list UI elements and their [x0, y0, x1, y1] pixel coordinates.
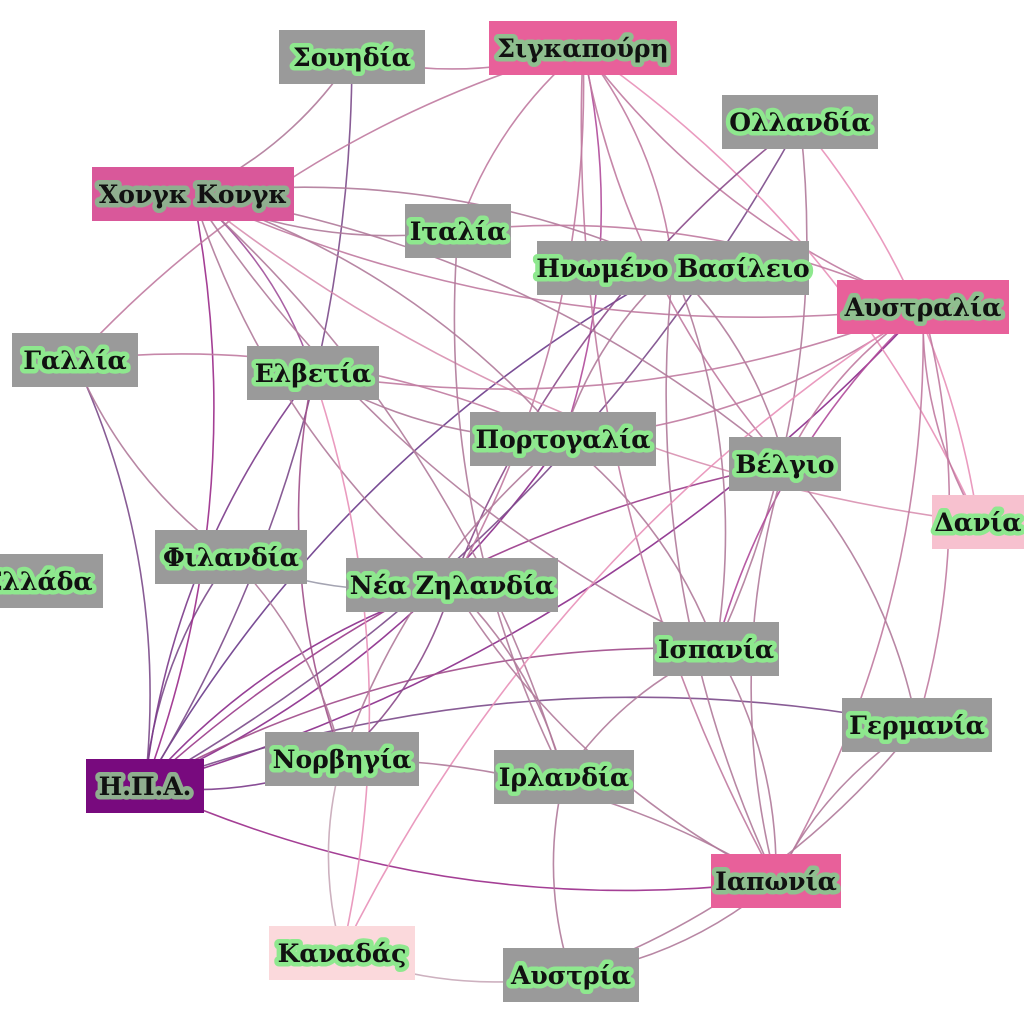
node-label-ireland: Ιρλανδία [499, 763, 629, 792]
node-box-austria [503, 948, 639, 1002]
edge-hongkong-spain [192, 193, 717, 650]
node-box-sweden [279, 30, 425, 84]
node-box-spain [653, 622, 779, 676]
edge-usa-france [74, 359, 151, 787]
node-switzerland[interactable]: Ελβετία [247, 346, 379, 400]
node-label-switzerland: Ελβετία [255, 359, 372, 388]
node-label-belgium: Βέλγιο [735, 450, 834, 479]
node-finland[interactable]: Φιλανδία [155, 530, 307, 584]
edge-usa-portugal [144, 438, 564, 787]
edge-usa-spain [144, 647, 717, 787]
edge-uk-spain [672, 267, 727, 650]
node-newzealand[interactable]: Νέα Ζηλανδία [345, 558, 559, 612]
node-sweden[interactable]: Σουηδία [279, 30, 425, 84]
node-box-newzealand [346, 558, 558, 612]
node-label-uk: Ηνωμένο Βασίλειο [536, 254, 809, 283]
node-box-greece [0, 554, 103, 608]
node-hongkong[interactable]: Χονγκ Κονγκ [92, 167, 294, 221]
node-denmark[interactable]: Δανία [930, 495, 1024, 549]
node-belgium[interactable]: Βέλγιο [729, 437, 841, 491]
edge-usa-japan [144, 785, 777, 892]
edge-usa-hongkong [144, 193, 215, 787]
node-label-netherlands: Ολλανδία [729, 108, 870, 137]
node-uk[interactable]: Ηνωμένο Βασίλειο [532, 241, 814, 295]
node-label-spain: Ισπανία [658, 635, 774, 664]
node-box-usa [86, 759, 204, 813]
node-label-germany: Γερμανία [849, 711, 985, 740]
node-box-uk [537, 241, 809, 295]
node-italy[interactable]: Ιταλία [405, 204, 511, 258]
edge-uk-japan [665, 267, 777, 882]
edge-belgium-germany [784, 463, 918, 726]
node-box-ireland [494, 750, 634, 804]
node-germany[interactable]: Γερμανία [842, 698, 992, 752]
node-label-canada: Καναδάς [278, 939, 407, 968]
node-spain[interactable]: Ισπανία [653, 622, 779, 676]
node-greece[interactable]: Ελλάδα [0, 554, 103, 608]
node-label-australia: Αυστραλία [844, 293, 1002, 322]
edge-australia-canada [341, 306, 924, 954]
edge-italy-ireland [453, 230, 565, 778]
node-portugal[interactable]: Πορτογαλία [470, 412, 656, 466]
edge-australia-japan [775, 306, 925, 882]
node-box-netherlands [722, 95, 878, 149]
node-canada[interactable]: Καναδάς [269, 926, 415, 980]
node-label-hongkong: Χονγκ Κονγκ [99, 180, 287, 209]
edge-sweden-usa [144, 56, 353, 787]
node-label-denmark: Δανία [934, 508, 1021, 537]
node-label-norway: Νορβηγία [273, 745, 412, 774]
node-box-canada [269, 926, 415, 980]
node-japan[interactable]: Ιαπωνία [711, 854, 841, 908]
node-box-switzerland [247, 346, 379, 400]
node-label-newzealand: Νέα Ζηλανδία [350, 571, 555, 600]
edge-usa-germany [144, 696, 918, 787]
node-austria[interactable]: Αυστρία [503, 948, 639, 1002]
node-label-usa: Η.Π.Α. [99, 772, 192, 801]
edge-portugal-spain [562, 438, 717, 650]
edge-finland-norway [230, 556, 343, 760]
node-singapore[interactable]: Σιγκαπούρη [489, 21, 677, 75]
node-ireland[interactable]: Ιρλανδία [494, 750, 634, 804]
node-box-italy [405, 204, 511, 258]
edge-australia-switzerland [312, 306, 924, 390]
node-netherlands[interactable]: Ολλανδία [722, 95, 878, 149]
node-label-greece: Ελλάδα [0, 567, 93, 596]
node-norway[interactable]: Νορβηγία [265, 732, 419, 786]
node-label-sweden: Σουηδία [293, 43, 411, 72]
node-label-finland: Φιλανδία [163, 543, 299, 572]
edge-singapore-newzealand [451, 47, 585, 586]
edge-norway-canada [327, 758, 343, 954]
edge-hongkong-australia [192, 193, 924, 318]
node-label-japan: Ιαπωνία [715, 867, 837, 896]
node-usa[interactable]: Η.Π.Α. [86, 759, 204, 813]
node-australia[interactable]: Αυστραλία [837, 280, 1009, 334]
node-box-portugal [470, 412, 656, 466]
node-box-hongkong [92, 167, 294, 221]
edge-switzerland-canada [312, 372, 371, 954]
node-box-france [12, 333, 138, 387]
node-label-france: Γαλλία [23, 346, 126, 375]
node-box-belgium [729, 437, 841, 491]
node-box-australia [837, 280, 1009, 334]
edge-hongkong-ireland [192, 193, 565, 778]
node-box-denmark [932, 495, 1024, 549]
node-box-norway [265, 732, 419, 786]
edge-netherlands-spain [715, 121, 808, 650]
edge-spain-japan [715, 648, 777, 882]
node-box-germany [842, 698, 992, 752]
node-label-italy: Ιταλία [410, 217, 507, 246]
node-box-finland [155, 530, 307, 584]
edge-ireland-austria [552, 776, 572, 976]
edge-hongkong-newzealand [192, 193, 453, 586]
node-label-singapore: Σιγκαπούρη [497, 34, 668, 63]
node-france[interactable]: Γαλλία [12, 333, 138, 387]
node-label-portugal: Πορτογαλία [475, 425, 650, 454]
node-box-singapore [489, 21, 677, 75]
edge-singapore-japan [580, 47, 777, 882]
edge-singapore-denmark [582, 47, 979, 523]
node-box-japan [711, 854, 841, 908]
node-label-austria: Αυστρία [510, 961, 631, 990]
